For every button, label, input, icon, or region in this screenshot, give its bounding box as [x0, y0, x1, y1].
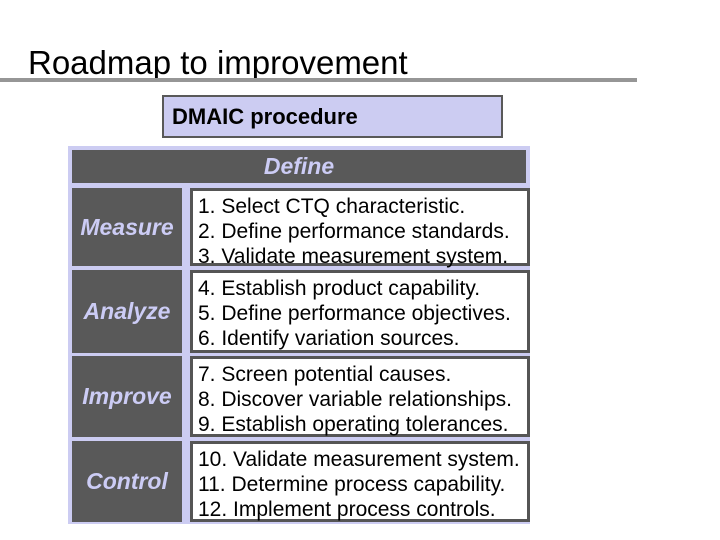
step-line: 4. Establish product capability.	[198, 277, 481, 300]
step-line: 9. Establish operating tolerances.	[198, 413, 509, 436]
phase-label-improve: Improve	[82, 383, 172, 409]
step-line: 1. Select CTQ characteristic.	[198, 195, 466, 218]
steps-cell-improve: 7. Screen potential causes. 8. Discover …	[190, 356, 530, 437]
phase-label-measure: Measure	[80, 213, 174, 240]
step-line: 5. Define performance objectives.	[198, 302, 511, 325]
phase-cell-analyze: Analyze	[72, 270, 182, 353]
step-line: 12. Implement process controls.	[198, 498, 496, 521]
define-header-label: Define	[263, 153, 335, 179]
phase-label-control: Control	[86, 468, 168, 494]
table-header-define: Define	[72, 150, 526, 183]
step-line: 10. Validate measurement system.	[198, 448, 520, 471]
step-line: 2. Define performance standards.	[198, 220, 510, 243]
step-line: 8. Discover variable relationships.	[198, 388, 512, 411]
steps-cell-analyze: 4. Establish product capability. 5. Defi…	[190, 270, 530, 353]
dmaic-table: Define Measure 1. Select CTQ characteris…	[68, 146, 530, 524]
phase-label-analyze: Analyze	[83, 298, 171, 324]
step-line: 3. Validate measurement system.	[198, 245, 509, 268]
phase-cell-measure: Measure	[72, 188, 182, 266]
dmaic-banner-label: DMAIC procedure	[172, 103, 358, 129]
step-line: 6. Identify variation sources.	[198, 327, 460, 350]
phase-cell-control: Control	[72, 441, 182, 522]
steps-cell-control: 10. Validate measurement system. 11. Det…	[190, 441, 530, 522]
dmaic-banner: DMAIC procedure	[162, 95, 503, 138]
page-title: Roadmap to improvement	[28, 44, 408, 81]
step-line: 11. Determine process capability.	[198, 473, 506, 496]
title-underline	[0, 78, 637, 82]
step-line: 7. Screen potential causes.	[198, 363, 452, 386]
phase-cell-improve: Improve	[72, 356, 182, 437]
steps-cell-measure: 1. Select CTQ characteristic. 2. Define …	[190, 188, 530, 268]
